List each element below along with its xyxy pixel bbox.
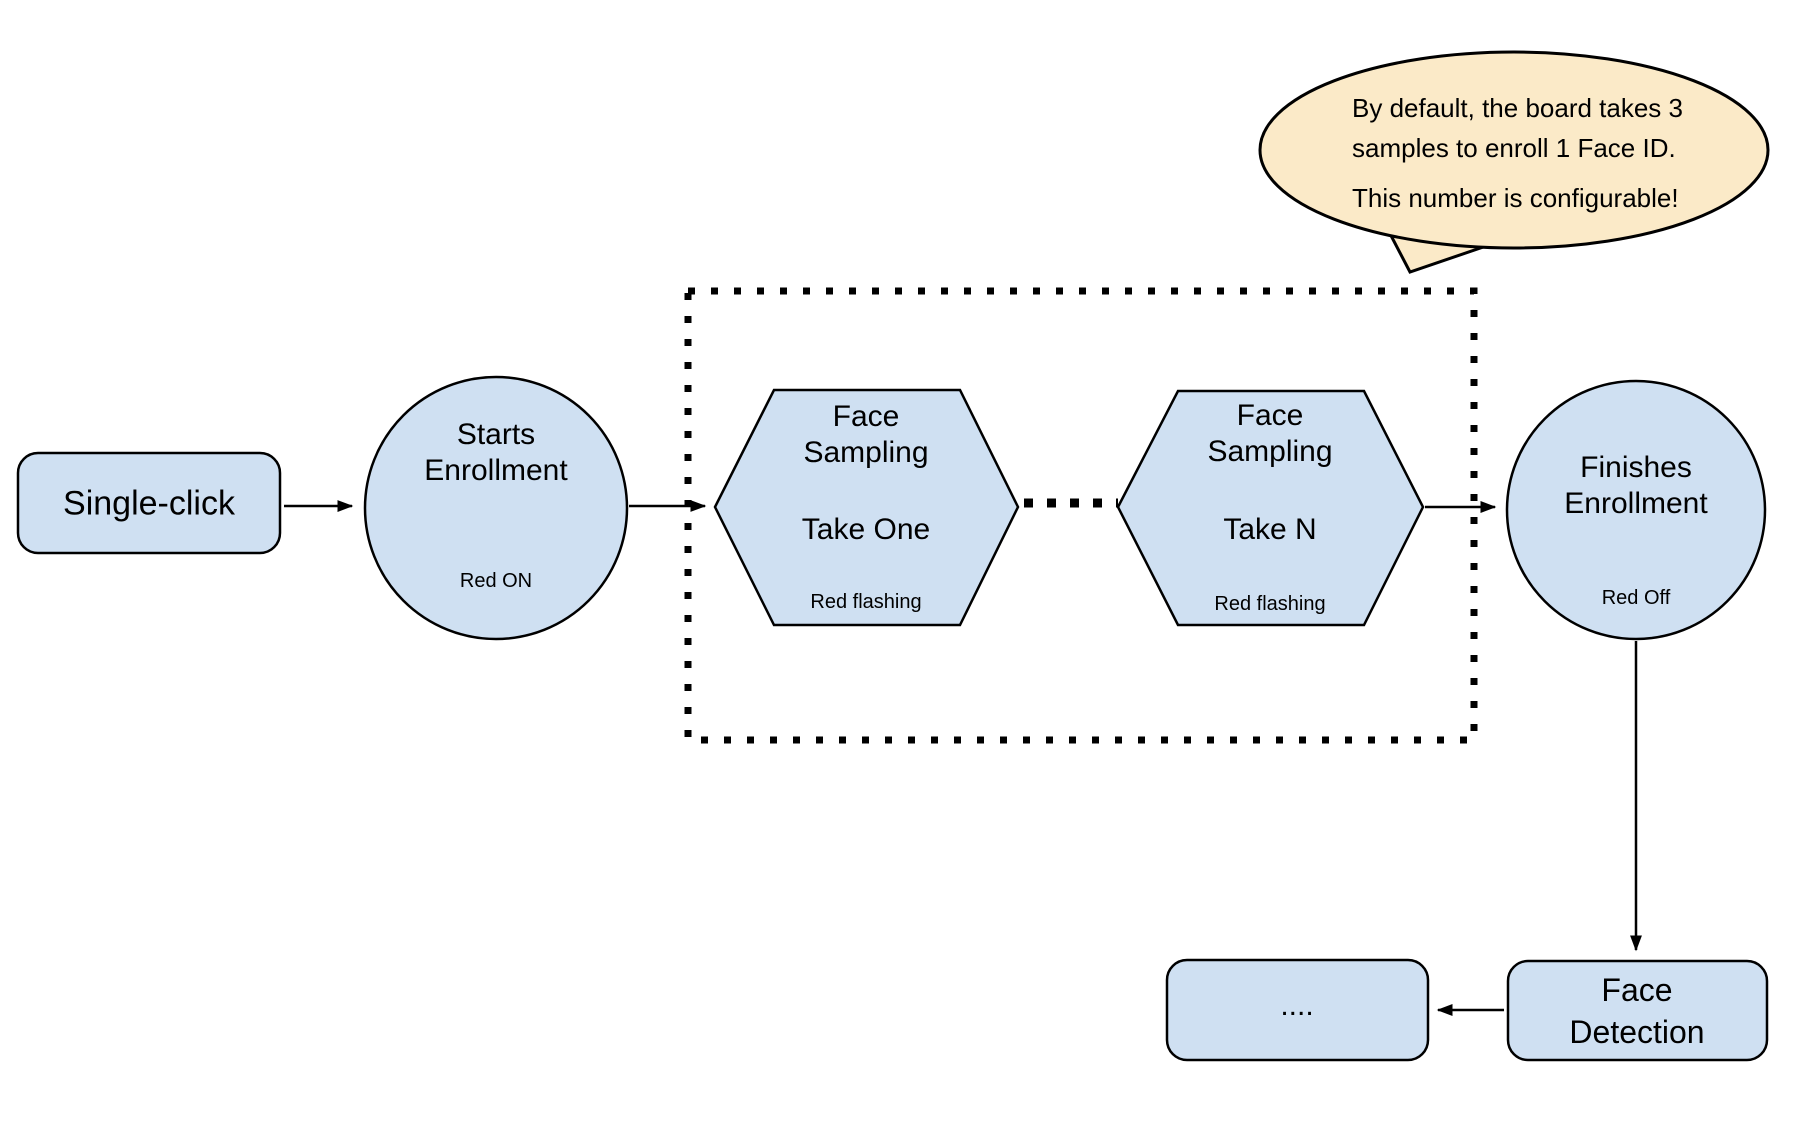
face-sampling-n-status: Red flashing: [1214, 593, 1326, 615]
single-click-label: Single-click: [63, 484, 235, 523]
continuation-label: ....: [1280, 989, 1314, 1022]
face-sampling-n-shape: [1116, 389, 1425, 627]
single-click-shape: [16, 451, 282, 555]
continuation-shape: [1165, 958, 1430, 1062]
finishes-enrollment-status: Red Off: [1601, 587, 1671, 609]
face-detection-label: Face Detection: [1569, 972, 1705, 1050]
sampling-group-dotted-box: [684, 287, 1478, 744]
face-sampling-n-title: Face Sampling: [1207, 399, 1333, 468]
callout-bubble-shape: [1258, 50, 1770, 250]
starts-enrollment-title: Starts Enrollment: [424, 418, 568, 487]
starts-enrollment-status: Red ON: [459, 570, 533, 592]
callout-paragraph-2: This number is configurable!: [1352, 183, 1679, 213]
face-sampling-one-status: Red flashing: [810, 591, 922, 613]
starts-enrollment-shape: [363, 375, 629, 641]
finishes-enrollment-title: Finishes Enrollment: [1564, 451, 1708, 520]
face-sampling-one-shape: [713, 388, 1020, 627]
finishes-enrollment-shape: [1505, 379, 1767, 641]
callout-paragraph-1: By default, the board takes 3 samples to…: [1352, 93, 1683, 163]
face-sampling-one-title: Face Sampling: [803, 400, 929, 469]
face-sampling-n-take: Take N: [1223, 513, 1317, 546]
face-sampling-one-take: Take One: [801, 513, 931, 546]
face-detection-shape: [1506, 959, 1769, 1062]
